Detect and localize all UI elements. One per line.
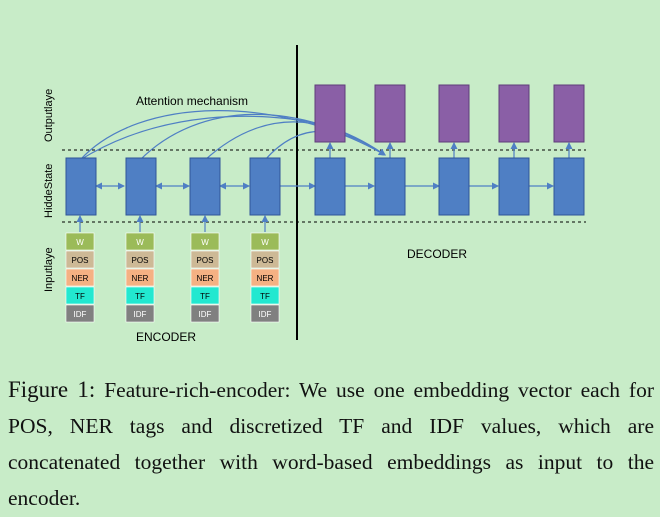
encoder-hidden-state (189, 157, 221, 216)
decoder-hidden-states (314, 157, 585, 216)
feature-tf-label: TF (260, 292, 270, 301)
encoder-input-stack: W POS NER TF IDF (65, 232, 95, 323)
decoder-output (438, 84, 470, 143)
figure-number: Figure 1: (8, 377, 96, 402)
hidden-state-label: HiddeState (43, 164, 55, 218)
decoder-hidden-state (553, 157, 585, 216)
vertical-arrows (76, 142, 573, 232)
feature-w-label: W (261, 238, 269, 247)
figure-caption: Figure 1: Feature-rich-encoder: We use o… (8, 372, 654, 516)
feature-w-label: W (201, 238, 209, 247)
decoder-output (374, 84, 406, 143)
feature-tf-label: TF (200, 292, 210, 301)
encoder-hidden-state (249, 157, 281, 216)
feature-ner-label: NER (72, 274, 89, 283)
feature-idf-label: IDF (134, 310, 147, 319)
feature-w-label: W (136, 238, 144, 247)
feature-pos-label: POS (132, 256, 149, 265)
decoder-hidden-state (438, 157, 470, 216)
decoder-output (314, 84, 346, 143)
feature-pos-label: POS (197, 256, 214, 265)
feature-ner-label: NER (257, 274, 274, 283)
decoder-hidden-state (498, 157, 530, 216)
encoder-label: ENCODER (136, 330, 196, 344)
encoder-hidden-state (65, 157, 97, 216)
encoder-hidden-state (125, 157, 157, 216)
decoder-hidden-state (314, 157, 346, 216)
feature-idf-label: IDF (74, 310, 87, 319)
encoder-hidden-states (65, 157, 281, 216)
feature-idf-label: IDF (259, 310, 272, 319)
decoder-output (498, 84, 530, 143)
encoder-input-stack: W POS NER TF IDF (250, 232, 280, 323)
encoder-input-stack: W POS NER TF IDF (190, 232, 220, 323)
decoder-outputs (314, 84, 585, 143)
decoder-label: DECODER (407, 247, 467, 261)
encoder-input-stack: W POS NER TF IDF (125, 232, 155, 323)
feature-tf-label: TF (135, 292, 145, 301)
input-layer-label: Inputlaye (43, 247, 55, 292)
feature-idf-label: IDF (199, 310, 212, 319)
feature-pos-label: POS (257, 256, 274, 265)
attention-label: Attention mechanism (136, 94, 248, 108)
caption-text: Feature-rich-encoder: We use one embeddi… (8, 378, 655, 510)
feature-w-label: W (76, 238, 84, 247)
feature-pos-label: POS (72, 256, 89, 265)
decoder-hidden-state (374, 157, 406, 216)
feature-tf-label: TF (75, 292, 85, 301)
feature-ner-label: NER (197, 274, 214, 283)
architecture-diagram: Outputlaye HiddeState Inputlaye Attentio… (43, 45, 586, 344)
decoder-output (553, 84, 585, 143)
feature-ner-label: NER (132, 274, 149, 283)
output-layer-label: Outputlaye (43, 89, 55, 142)
